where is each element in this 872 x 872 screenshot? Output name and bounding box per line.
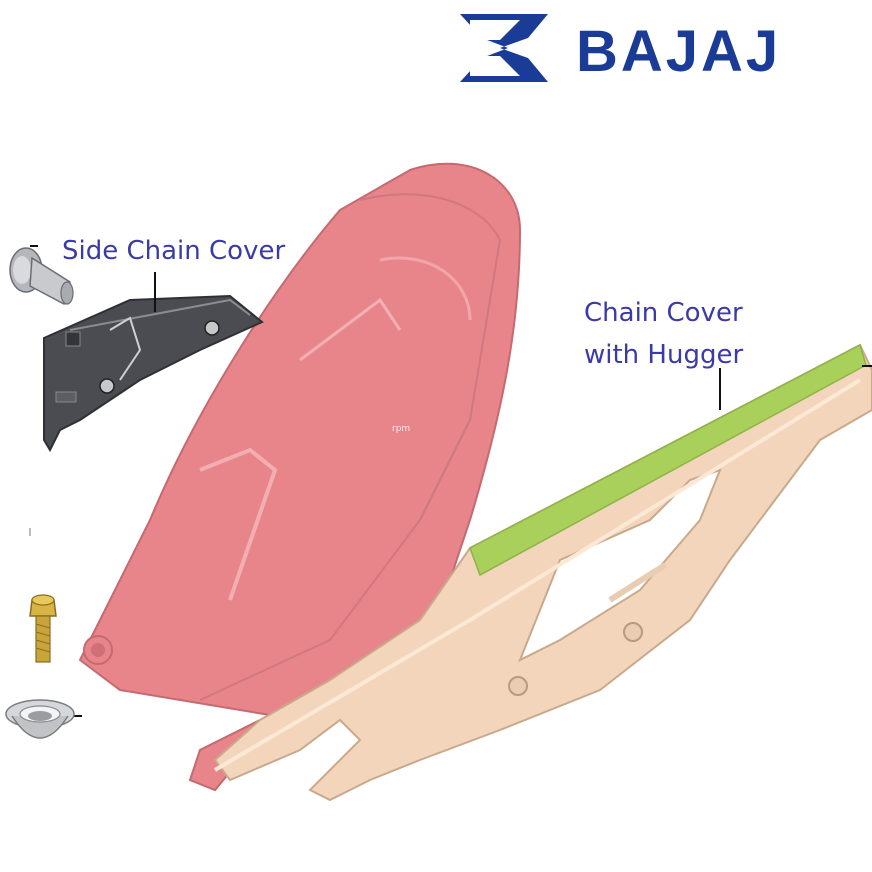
rivet-icon <box>9 247 74 306</box>
watermark: rpm <box>392 424 411 434</box>
rear-hugger <box>78 162 522 792</box>
brand-name: BAJAJ <box>576 19 782 84</box>
chain-cover-label-line1: Chain Cover <box>584 298 743 328</box>
side-chain-cover-label: Side Chain Cover <box>62 236 286 266</box>
chain-cover <box>213 343 872 802</box>
washer-icon <box>5 699 75 739</box>
bolt-icon <box>29 594 57 663</box>
side-chain-cover <box>43 294 264 453</box>
chain-cover-label-line2: with Hugger <box>584 340 744 370</box>
bajaj-logo-icon <box>460 14 548 82</box>
